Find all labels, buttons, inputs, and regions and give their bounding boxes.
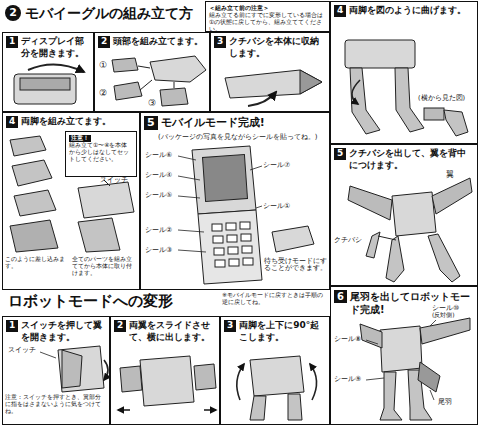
callout-number: 尾羽 xyxy=(438,398,452,406)
part-label: 全てのパーツを組み立ててから本体に取り付けます。 xyxy=(72,256,136,277)
step-number: 4 xyxy=(334,5,346,17)
note-heading: ＜組み立て前の注意＞ xyxy=(209,5,326,12)
note-body: 組み立て①〜④を本体から少しはなしてセットしてください。 xyxy=(69,142,133,163)
step-number: 5 xyxy=(334,148,346,160)
step-note: (パッケージの写真を見ながらシールを貼ってね。) xyxy=(144,132,326,142)
section-number: 2 xyxy=(5,5,21,21)
part-label: シール⑧ xyxy=(334,335,361,343)
part-label: スイッチ xyxy=(8,346,36,354)
part-label: シール⑥ xyxy=(145,151,172,159)
step-instruction: 両脚を図のように曲げます。 xyxy=(349,5,466,17)
part-label: スイッチ xyxy=(100,176,128,184)
step-panel: 3両脚を上下に90°起こします。 xyxy=(220,316,330,425)
part-label: クチバシ xyxy=(334,236,362,244)
part-label: (横から見た図) xyxy=(418,95,465,102)
callout-number: ② xyxy=(99,88,107,98)
part-label: ※モバイルモードに戻すときは手順の逆に戻してね。 xyxy=(222,292,328,306)
part-label: シール⑤ xyxy=(145,191,172,199)
callout-number: 翼 xyxy=(446,170,454,179)
step-instruction: クチバシを本体に収納します。 xyxy=(229,36,326,59)
step-instruction: 両脚を組み立てます。 xyxy=(21,116,111,128)
step-panel: 4両脚を図のように曲げます。 xyxy=(330,1,478,144)
step-instruction: 尾羽を出してロボットモード完成! xyxy=(350,290,474,316)
step-instruction: モバイルモード完成! xyxy=(161,116,265,130)
step-instruction: クチバシを出して、翼を背中につけます。 xyxy=(349,148,474,171)
part-label: シール① xyxy=(263,202,290,210)
step-number: 2 xyxy=(114,320,126,332)
note-heading: 注意！ xyxy=(69,135,91,142)
step-number: 3 xyxy=(214,36,226,48)
step-number: 6 xyxy=(334,290,347,303)
section-title: モバイーグルの組み立て方 xyxy=(25,5,193,23)
part-label: シール④ xyxy=(145,171,172,179)
note-box: 注意！組み立て①〜④を本体から少しはなしてセットしてください。 xyxy=(65,131,137,177)
part-label: シール② xyxy=(145,226,172,234)
part-label: シール⑨ xyxy=(334,375,361,383)
step-instruction: 頭部を組み立てます。 xyxy=(113,36,203,48)
step-panel: 1スイッチを押して翼を開きます。 xyxy=(2,316,110,425)
part-label: 待ち受けモードにすることができます。 xyxy=(264,258,328,273)
step-number: 5 xyxy=(144,116,158,130)
callout-number: ① xyxy=(99,60,107,70)
step-number: 4 xyxy=(6,116,18,128)
part-label: 注意：スイッチを押すとき、翼部分に指をはさまないように気をつけてね。 xyxy=(5,394,105,415)
step-number: 1 xyxy=(6,36,18,48)
part-label: シール③ xyxy=(145,246,172,254)
part-label: このように差し込みます。 xyxy=(5,256,71,270)
step-number: 1 xyxy=(6,320,18,332)
part-label: シール⑩ xyxy=(432,304,459,312)
step-panel: 2両翼をスライドさせて、横に出します。 xyxy=(110,316,220,425)
note-body: 組み立てる前にすでに変形している場合は①の状態に戻してから、組み立ててください。 xyxy=(209,12,326,32)
part-label: (反対側) xyxy=(432,312,455,319)
step-instruction: スイッチを押して翼を開きます。 xyxy=(21,320,106,343)
callout-number: ③ xyxy=(148,98,156,108)
step-instruction: ディスプレイ部分を開きます。 xyxy=(21,36,90,59)
step-panel: 5クチバシを出して、翼を背中につけます。 xyxy=(330,144,478,286)
step-number: 2 xyxy=(98,36,110,48)
note-box: ＜組み立て前の注意＞組み立てる前にすでに変形している場合は①の状態に戻してから、… xyxy=(205,1,330,32)
step-panel: 1ディスプレイ部分を開きます。 xyxy=(2,32,94,112)
step-instruction: 両翼をスライドさせて、横に出します。 xyxy=(129,320,216,343)
step-panel: 3クチバシを本体に収納します。 xyxy=(210,32,330,112)
step-instruction: 両脚を上下に90°起こします。 xyxy=(239,320,326,343)
part-label: シール⑦ xyxy=(263,161,290,169)
step-number: 3 xyxy=(224,320,236,332)
